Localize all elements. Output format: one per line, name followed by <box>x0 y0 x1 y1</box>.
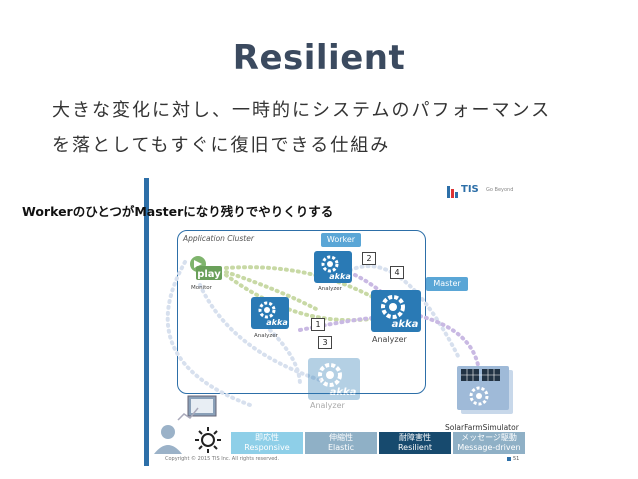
tab-elastic-en: Elastic <box>327 443 355 452</box>
master-callout: Master <box>426 277 468 291</box>
tis-logo-tagline: Go Beyond <box>486 187 514 193</box>
analyzer-left-label: Analyzer <box>254 333 278 339</box>
tab-responsive: 即応性 Responsive <box>231 432 303 454</box>
embedded-heading: WorkerのひとつがMasterになり残りでやりくりする <box>22 204 334 219</box>
subtitle-line-1: 大きな変化に対し、一時的にシステムのパフォーマンス <box>52 100 552 121</box>
svg-text:akka: akka <box>329 272 350 281</box>
analyzer-master-node: akka <box>371 290 421 332</box>
tab-resilient: 耐障害性 Resilient <box>379 432 451 454</box>
analyzer-master-label: Analyzer <box>372 335 407 344</box>
svg-text:play: play <box>197 269 221 280</box>
akka-gear-master-icon: akka <box>371 290 421 332</box>
solar-farm-label: SolarFarmSimulator <box>445 423 519 432</box>
tis-logo-mark-icon <box>447 186 458 198</box>
monitor-label: Monitor <box>191 285 212 291</box>
akka-gear-faded-icon: akka <box>308 358 360 400</box>
tis-logo-text: TIS <box>461 184 479 195</box>
page-number: 51 <box>513 456 520 462</box>
tab-message-driven-en: Message-driven <box>457 443 521 452</box>
tab-resilient-en: Resilient <box>397 443 433 452</box>
worker-callout: Worker <box>321 233 361 247</box>
tis-logo: TIS Go Beyond <box>446 183 518 203</box>
akka-gear-icon: akka <box>251 297 289 329</box>
solar-farm-node <box>455 364 519 416</box>
step-2-box: 2 <box>362 252 376 265</box>
subtitle-line-2: を落としてもすぐに復旧できる仕組み <box>52 135 391 156</box>
tab-message-driven: メッセージ駆動 Message-driven <box>453 432 525 454</box>
analyzer-node-left: akka <box>251 297 289 329</box>
akka-gear-icon: akka <box>314 251 352 283</box>
analyzer-failed-label: Analyzer <box>310 401 345 410</box>
tab-responsive-jp: 即応性 <box>255 433 279 442</box>
tab-elastic-jp: 伸縮性 <box>329 433 353 442</box>
analyzer-node-top: akka <box>314 251 352 283</box>
svg-text:akka: akka <box>392 319 419 330</box>
analyzer-top-label: Analyzer <box>318 286 342 292</box>
svg-text:akka: akka <box>266 318 287 327</box>
tab-responsive-en: Responsive <box>244 443 290 452</box>
tab-resilient-jp: 耐障害性 <box>399 433 431 442</box>
play-framework-icon: play <box>190 256 222 280</box>
tab-message-driven-jp: メッセージ駆動 <box>461 433 517 442</box>
analyzer-failed-node: akka <box>308 358 360 400</box>
cluster-label: Application Cluster <box>183 234 254 243</box>
step-4-box: 4 <box>390 266 404 279</box>
person-sun-monitor-icon <box>154 395 221 454</box>
tab-elastic: 伸縮性 Elastic <box>305 432 377 454</box>
slide-accent-bar <box>144 178 149 466</box>
solar-panel-icon <box>457 366 513 414</box>
step-3-box: 3 <box>318 336 332 349</box>
svg-text:akka: akka <box>330 387 357 398</box>
copyright-text: Copyright © 2015 TIS Inc. All rights res… <box>165 456 280 462</box>
slide-title: Resilient <box>232 38 406 78</box>
page-marker-icon <box>507 457 511 461</box>
step-1-box: 1 <box>311 318 325 331</box>
play-monitor-node: play <box>186 252 223 284</box>
